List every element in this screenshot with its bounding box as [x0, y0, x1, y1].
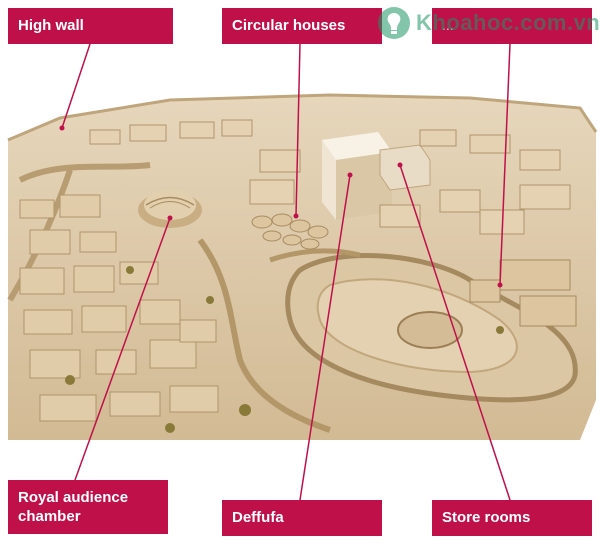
- store-rooms-building: [379, 144, 431, 191]
- label-store-rooms: Store rooms: [432, 500, 592, 536]
- leader-circular-houses: [295, 43, 301, 217]
- rectangular-houses-back: [89, 119, 571, 235]
- leader-third: [499, 43, 511, 286]
- winding-wall: [197, 238, 331, 433]
- circular-houses: [251, 213, 329, 250]
- label-high-wall: High wall: [8, 8, 173, 44]
- leader-store-rooms: [399, 164, 511, 501]
- trees: [65, 266, 504, 433]
- leader-high-wall: [61, 43, 91, 129]
- rectangular-houses-left: [19, 194, 219, 422]
- leader-dots: [59, 125, 503, 288]
- label-third-partial: ...: [432, 8, 592, 44]
- courtyard: [397, 311, 463, 349]
- royal-audience-chamber-dome: [138, 190, 202, 228]
- label-deffufa: Deffufa: [222, 500, 382, 536]
- rectangular-houses-right: [469, 259, 577, 327]
- label-circular-houses: Circular houses: [222, 8, 382, 44]
- label-royal-audience-chamber: Royal audience chamber: [8, 480, 168, 534]
- watermark: Khoahoc.com.vn: [376, 4, 600, 42]
- deffufa-tower: [322, 132, 392, 220]
- lightbulb-logo-icon: [378, 7, 410, 39]
- leader-lines: [61, 43, 511, 501]
- winding-wall-2: [269, 248, 361, 263]
- watermark-text: Khoahoc.com.vn: [416, 10, 600, 35]
- model-back-edge: [7, 93, 598, 142]
- leader-deffufa: [299, 174, 351, 501]
- leader-royal-chamber: [74, 217, 171, 481]
